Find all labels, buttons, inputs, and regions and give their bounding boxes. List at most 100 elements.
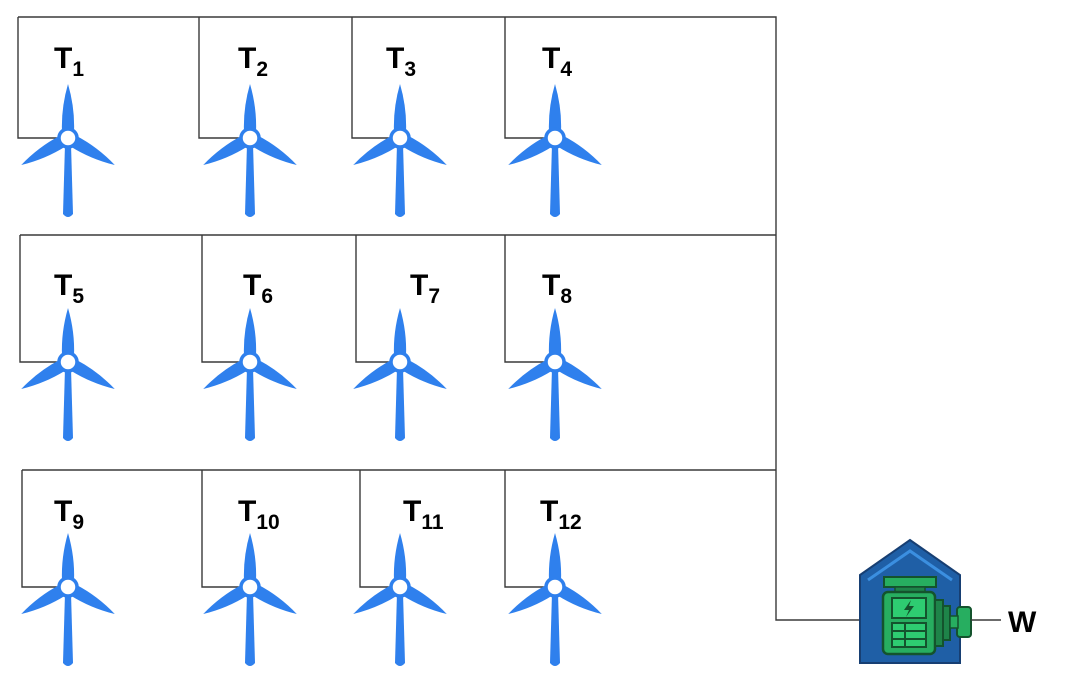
turbine-mast [550,368,560,441]
turbine-blade [353,135,398,165]
wind-turbine-icon [21,84,115,217]
turbine-label-index: 1 [72,58,84,81]
turbine-mast [550,144,560,217]
turbine-label-letter: T [410,269,428,302]
turbine-label-letter: T [540,495,558,528]
turbine-label-index: 2 [256,58,268,81]
turbine-mast [63,144,73,217]
turbine-label: T8 [542,269,572,308]
turbine-label: T7 [410,269,440,308]
power-station-icon [859,538,972,664]
turbine-mast [550,593,560,666]
turbine-blade [402,584,447,614]
turbine-mast [395,593,405,666]
turbine-blade [252,584,297,614]
turbine-label-letter: T [54,269,72,302]
turbine-hub [544,351,566,373]
turbine-hub [57,576,79,598]
turbine-label-letter: T [542,42,560,75]
turbine-label-letter: T [54,495,72,528]
turbine-label-index: 10 [256,511,279,534]
turbine-mast [245,144,255,217]
turbine-feeder-line [359,470,400,588]
turbine-hub [239,576,261,598]
turbine-blade [21,359,66,389]
turbine-label-index: 8 [560,285,572,308]
turbine-blade [70,584,115,614]
turbine-feeder-line [201,235,250,363]
wind-turbine-icon [21,308,115,441]
wind-turbine-icon [508,308,602,441]
turbine-hub [57,127,79,149]
turbine-blade [548,533,562,581]
turbine-blade [393,533,407,581]
turbine-blade [402,359,447,389]
turbine-label-letter: T [54,42,72,75]
turbine-blade [70,135,115,165]
turbine-blade [508,359,553,389]
generator-top [883,576,937,588]
turbine-label: T5 [54,269,84,308]
turbine-feeder-line [17,17,68,139]
turbine-blade [557,359,602,389]
wind-turbine-icon [203,533,297,666]
turbine-blade [548,308,562,356]
turbine-label: T9 [54,495,84,534]
turbine-mast [245,368,255,441]
wind-turbine-icon [508,84,602,217]
turbine-blade [21,584,66,614]
turbine-blade [252,359,297,389]
wind-turbine-icon [353,533,447,666]
turbine-hub [57,351,79,373]
turbine-blade [557,584,602,614]
turbine-label: T11 [403,495,444,534]
turbine-label-letter: T [542,269,560,302]
turbine-blade [402,135,447,165]
turbine-blade [203,584,248,615]
turbine-blade [243,533,257,581]
turbine-blade [243,308,257,356]
turbine-hub [389,576,411,598]
turbine-feeder-line [21,470,68,588]
turbine-label-index: 3 [404,58,416,81]
turbine-hub [389,127,411,149]
turbine-label: T3 [386,42,416,81]
turbine-feeder-line [201,470,250,588]
turbine-hub [239,127,261,149]
turbine-label-index: 5 [72,285,84,308]
turbine-blade [508,135,553,165]
turbine-feeder-line [351,17,400,139]
turbine-blade [61,84,75,132]
connection-wires [17,16,860,621]
turbine-blade [393,308,407,356]
turbine-feeder-line [19,235,68,363]
turbine-blade [353,584,398,614]
wind-turbine-icon [203,308,297,441]
turbine-blade [70,359,115,389]
turbine-label-letter: T [238,495,256,528]
bus-line [18,16,860,621]
turbine-blade [353,359,398,389]
turbine-label: T10 [238,495,280,534]
turbine-label-index: 4 [560,58,572,81]
turbine-hub [389,351,411,373]
turbine-mast [245,593,255,666]
turbine-label: T6 [243,269,273,308]
turbine-blade [243,84,257,132]
turbine-label-letter: T [403,495,421,528]
turbine-blade [203,359,248,390]
turbine-blade [508,584,553,614]
turbine-label: T4 [542,42,572,81]
turbine-label: T1 [54,42,84,81]
wind-turbine-icon [21,533,115,666]
turbine-blade [203,135,248,165]
turbine-mast [63,593,73,666]
wind-turbine-icon [353,308,447,441]
lightning-icon [904,600,914,617]
turbine-label-letter: T [243,269,261,302]
turbine-label: T12 [540,495,582,534]
turbine-blade [61,533,75,581]
turbine-hub [239,351,261,373]
